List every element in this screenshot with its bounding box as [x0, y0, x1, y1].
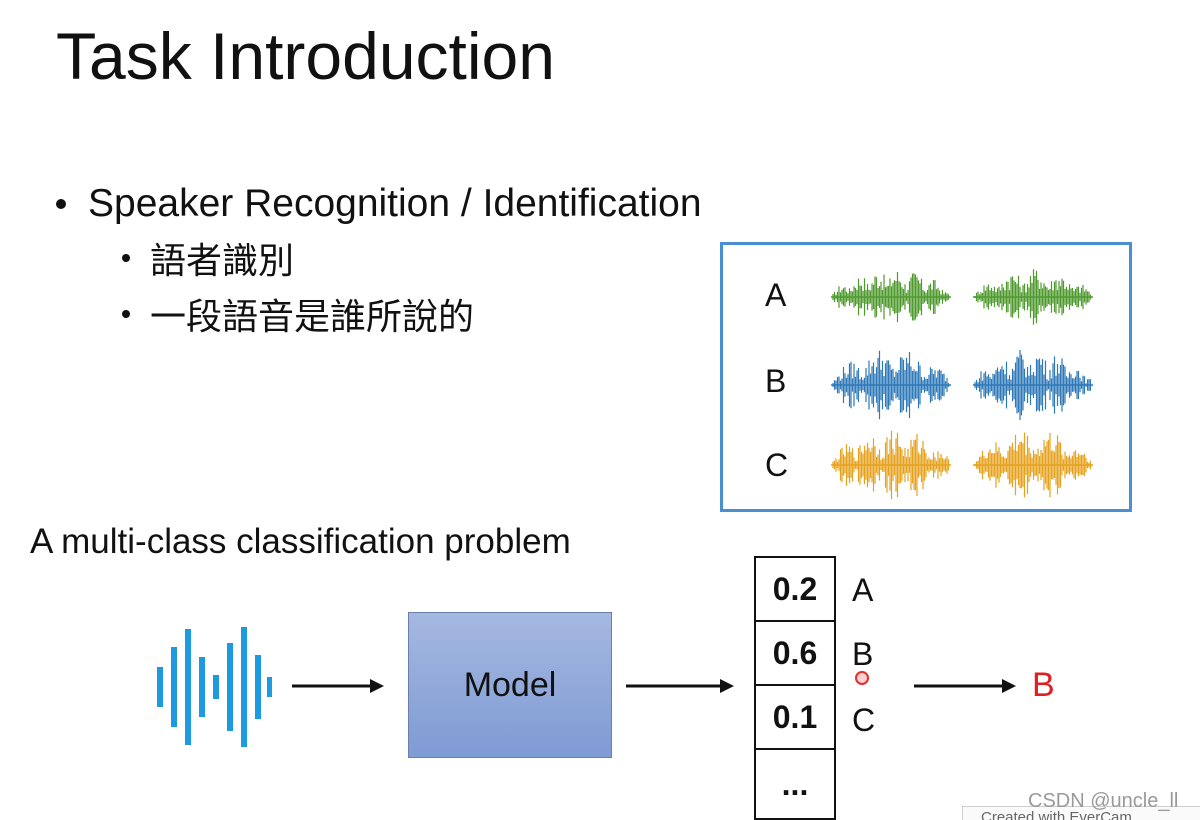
bullet-item: Speaker Recognition / Identification — [56, 178, 702, 230]
waveform-b-1 — [831, 350, 951, 420]
speaker-label-c: C — [765, 447, 789, 483]
sub-bullet-item: 語者識別 — [122, 230, 702, 286]
probability-cell: 0.6 — [756, 622, 834, 686]
waveform-c-1 — [831, 430, 951, 500]
class-label-c: C — [852, 702, 876, 738]
model-box: Model — [408, 612, 612, 758]
bullet-list: Speaker Recognition / Identification 語者識… — [56, 178, 702, 342]
model-label: Model — [463, 665, 557, 704]
waveform-a-2 — [973, 269, 1093, 325]
class-label-b: B — [852, 636, 874, 672]
right-arrow-icon — [626, 679, 734, 693]
predicted-speaker: B — [1032, 666, 1055, 704]
sub-bullet-text: 一段語音是誰所說的 — [150, 297, 475, 338]
slide-title: Task Introduction — [56, 19, 555, 93]
waveform-a-1 — [831, 272, 951, 322]
probability-cell-ellipsis: ... — [781, 765, 809, 802]
sub-bullet-item: 一段語音是誰所說的 — [122, 286, 702, 342]
probability-cell: 0.1 — [756, 686, 834, 750]
waveform-b-2 — [973, 350, 1093, 420]
recorder-footer-strip: Created with EverCam — [962, 806, 1200, 820]
speaker-label-b: B — [765, 363, 787, 399]
cursor-pointer-icon — [855, 671, 869, 685]
sub-bullet-text: 語者識別 — [150, 241, 295, 282]
right-arrow-icon — [292, 679, 384, 693]
bullet-dot — [122, 310, 130, 318]
problem-subtitle: A multi-class classification problem — [30, 522, 571, 561]
bullet-dot — [122, 254, 130, 262]
class-label-a: A — [852, 572, 874, 608]
waveform-c-2 — [973, 432, 1093, 498]
bullet-dot — [56, 199, 66, 209]
probability-vector: 0.2 0.6 0.1 ... — [754, 556, 836, 820]
audio-wave-icon — [157, 627, 272, 747]
probability-cell: 0.2 — [756, 558, 834, 622]
watermark: CSDN @uncle_ll — [1028, 790, 1179, 812]
bullet-text: Speaker Recognition / Identification — [88, 182, 702, 225]
speaker-waveform-panel: A B C — [720, 242, 1132, 512]
right-arrow-icon — [914, 679, 1016, 693]
speaker-label-a: A — [765, 277, 787, 313]
